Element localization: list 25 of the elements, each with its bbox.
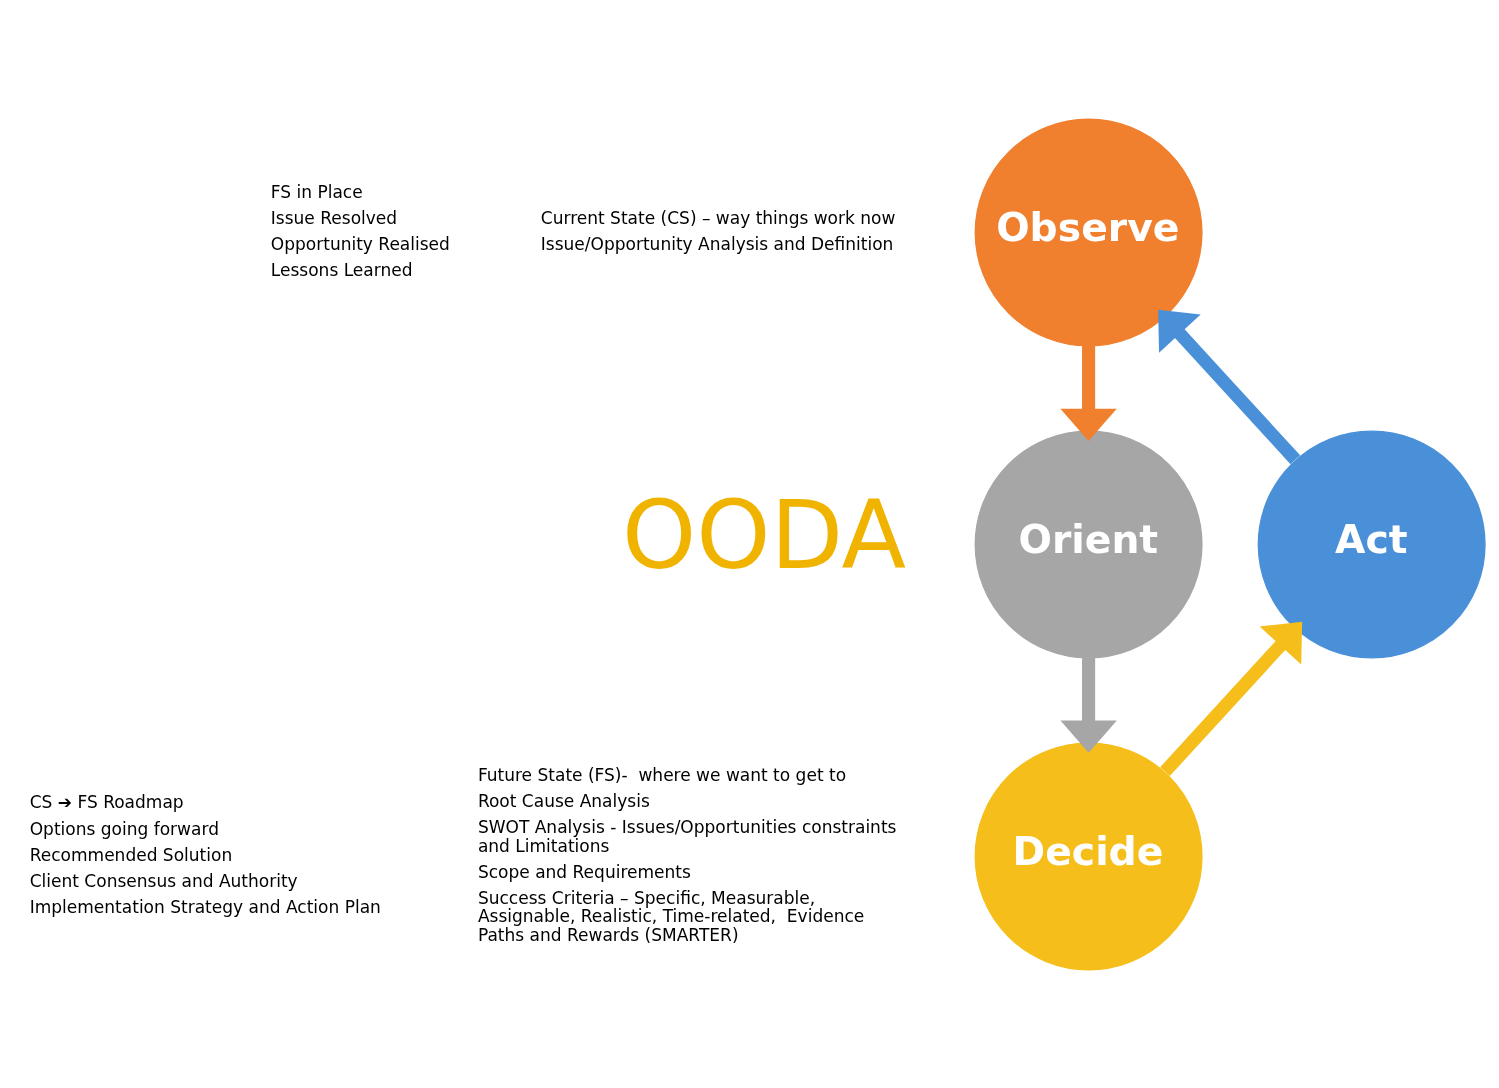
- label: CS ➔ FS Roadmap: [29, 791, 184, 812]
- label: Opportunity Realised: [270, 233, 450, 254]
- label: Success Criteria – Specific, Measurable, Assignable, Realistic, Time-related, Evidence Paths and Rewards (SMARTER): [477, 887, 865, 945]
- label: Implementation Strategy and Action Plan: [29, 896, 381, 917]
- label: Current State (CS) – way things work now: [540, 207, 896, 228]
- label: Lessons Learned: [270, 259, 413, 280]
- label: Root Cause Analysis: [477, 790, 650, 811]
- label: Issue Resolved: [270, 207, 398, 228]
- label: Client Consensus and Authority: [29, 870, 298, 891]
- arrow: [1160, 621, 1303, 776]
- label: Options going forward: [29, 818, 219, 839]
- label: Issue/Opportunity Analysis and Definition: [540, 233, 894, 254]
- node-circle: Observe: [974, 118, 1203, 347]
- arrow: [1060, 345, 1117, 441]
- node-circle: Orient: [974, 430, 1203, 658]
- arrow: [1060, 657, 1117, 753]
- node-circle: Act: [1257, 430, 1486, 658]
- label: Recommended Solution: [29, 844, 233, 865]
- arrow: [1158, 309, 1301, 464]
- label: SWOT Analysis - Issues/Opportunities constraints and Limitations: [477, 816, 897, 856]
- label: Scope and Requirements: [477, 861, 691, 882]
- label: FS in Place: [270, 181, 363, 202]
- label: Future State (FS)- where we want to get to: [477, 764, 847, 785]
- node-circle: Decide: [974, 741, 1203, 970]
- label: OODA: [622, 479, 907, 590]
